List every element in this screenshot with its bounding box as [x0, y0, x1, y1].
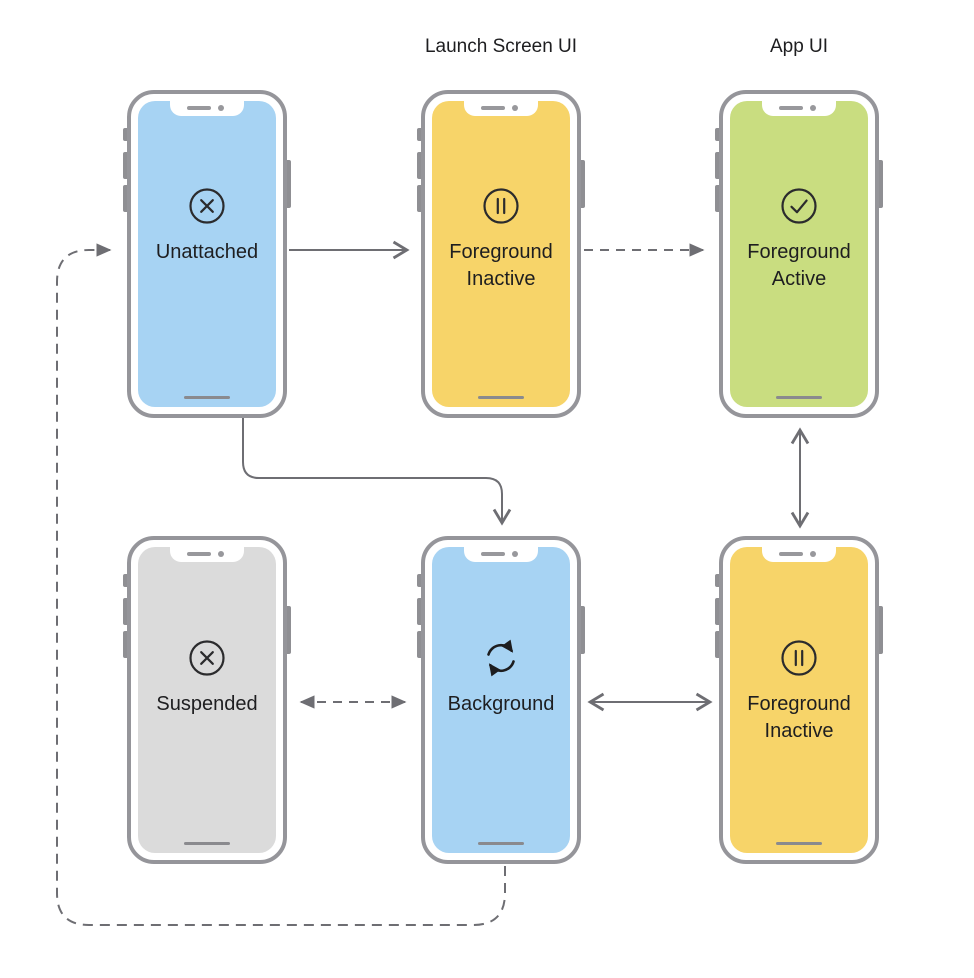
- volume-down-button: [123, 185, 127, 212]
- phone-unattached: Unattached: [123, 90, 291, 418]
- power-button: [879, 606, 883, 654]
- check-icon: [781, 188, 817, 224]
- mute-switch: [715, 574, 719, 587]
- power-button: [581, 160, 585, 208]
- screen-foreground-active: Foreground Active: [730, 101, 868, 407]
- screen-foreground-inactive-bottom: Foreground Inactive: [730, 547, 868, 853]
- home-indicator: [776, 396, 822, 399]
- power-button: [581, 606, 585, 654]
- pause-icon: [781, 640, 817, 676]
- home-indicator: [478, 396, 524, 399]
- home-indicator: [184, 396, 230, 399]
- volume-down-button: [715, 185, 719, 212]
- notch: [762, 101, 836, 116]
- circle-x-icon: [189, 640, 225, 676]
- state-label: Foreground Inactive: [449, 241, 553, 290]
- state-label: Suspended: [156, 693, 258, 715]
- volume-up-button: [417, 152, 421, 179]
- state-label: Foreground Active: [747, 241, 851, 290]
- camera-icon: [810, 551, 816, 557]
- screen-background: Background: [432, 547, 570, 853]
- speaker-icon: [187, 552, 211, 556]
- volume-down-button: [123, 631, 127, 658]
- volume-up-button: [123, 152, 127, 179]
- camera-icon: [810, 105, 816, 111]
- mute-switch: [123, 128, 127, 141]
- mute-switch: [715, 128, 719, 141]
- volume-up-button: [715, 598, 719, 625]
- mute-switch: [417, 574, 421, 587]
- speaker-icon: [187, 106, 211, 110]
- home-indicator: [478, 842, 524, 845]
- notch: [464, 547, 538, 562]
- speaker-icon: [481, 106, 505, 110]
- screen-suspended: Suspended: [138, 547, 276, 853]
- power-button: [287, 160, 291, 208]
- phone-foreground-inactive-top: Foreground Inactive: [417, 90, 585, 418]
- phone-foreground-inactive-bottom: Foreground Inactive: [715, 536, 883, 864]
- arrow-unattached-to-background-elbow: [242, 418, 512, 526]
- notch: [762, 547, 836, 562]
- state-label: Foreground Inactive: [747, 693, 851, 742]
- volume-up-button: [417, 598, 421, 625]
- circle-x-icon: [189, 188, 225, 224]
- volume-up-button: [715, 152, 719, 179]
- power-button: [287, 606, 291, 654]
- volume-down-button: [417, 185, 421, 212]
- notch: [170, 547, 244, 562]
- phone-background: Background: [417, 536, 585, 864]
- column-title-app-ui: App UI: [769, 36, 829, 57]
- camera-icon: [218, 551, 224, 557]
- pause-icon: [483, 188, 519, 224]
- home-indicator: [184, 842, 230, 845]
- camera-icon: [512, 551, 518, 557]
- mute-switch: [417, 128, 421, 141]
- phone-suspended: Suspended: [123, 536, 291, 864]
- camera-icon: [512, 105, 518, 111]
- screen-foreground-inactive-top: Foreground Inactive: [432, 101, 570, 407]
- screen-unattached: Unattached: [138, 101, 276, 407]
- state-label: Background: [447, 693, 555, 715]
- speaker-icon: [779, 106, 803, 110]
- mute-switch: [123, 574, 127, 587]
- phone-foreground-active: Foreground Active: [715, 90, 883, 418]
- home-indicator: [776, 842, 822, 845]
- sync-icon: [487, 639, 515, 677]
- notch: [464, 101, 538, 116]
- camera-icon: [218, 105, 224, 111]
- volume-down-button: [417, 631, 421, 658]
- state-label: Unattached: [155, 241, 259, 263]
- volume-up-button: [123, 598, 127, 625]
- column-title-launch-screen-ui: Launch Screen UI: [424, 36, 578, 57]
- power-button: [879, 160, 883, 208]
- speaker-icon: [779, 552, 803, 556]
- notch: [170, 101, 244, 116]
- speaker-icon: [481, 552, 505, 556]
- volume-down-button: [715, 631, 719, 658]
